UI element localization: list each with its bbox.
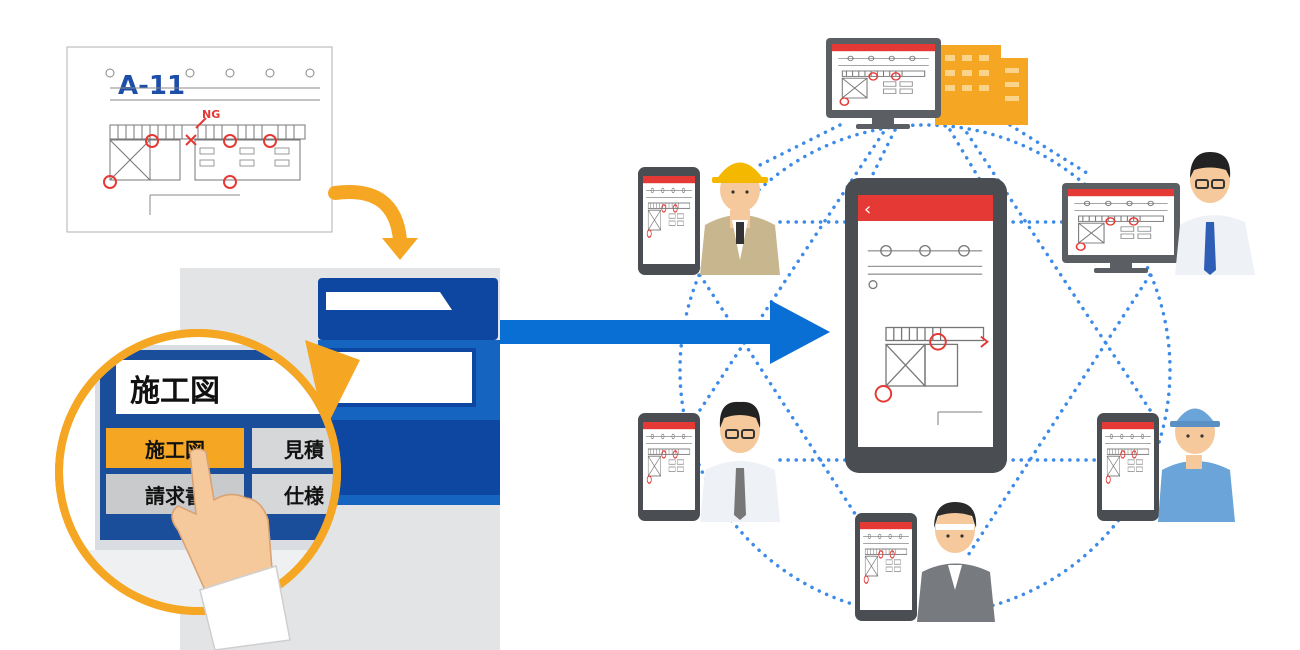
panel-button-label: 見積 xyxy=(284,437,324,462)
panel-display-text: 施工図 xyxy=(130,374,220,409)
ng-label: NG xyxy=(202,108,220,121)
sheet-label: A-11 xyxy=(118,71,185,101)
panel-button-label: 請求書 xyxy=(145,483,205,508)
office-worker-with-monitor xyxy=(1062,152,1255,275)
panel-button-label: 施工図 xyxy=(145,437,205,462)
office-building-icon xyxy=(935,45,1028,125)
panel-button-estimate[interactable]: 見積 xyxy=(262,428,340,468)
worker-hardhat-with-phone xyxy=(638,162,780,275)
panel-button-label: 仕様 xyxy=(284,483,324,508)
scan-arrow xyxy=(328,185,418,260)
panel-button-invoice[interactable]: 請求書 xyxy=(106,474,244,514)
manager-with-phone xyxy=(638,401,780,522)
send-arrow xyxy=(500,300,830,364)
technician-with-phone xyxy=(855,502,995,622)
top-monitor xyxy=(826,38,941,129)
blueprint-sheet: A-11 xyxy=(66,46,333,233)
panel-button-spec[interactable]: 仕様 xyxy=(262,474,340,514)
back-icon: ‹ xyxy=(864,199,871,220)
panel-button-construction-drawing[interactable]: 施工図 xyxy=(106,428,244,468)
center-smartphone: ‹ xyxy=(845,178,1007,473)
field-worker-blue-cap-with-phone xyxy=(1097,408,1235,522)
